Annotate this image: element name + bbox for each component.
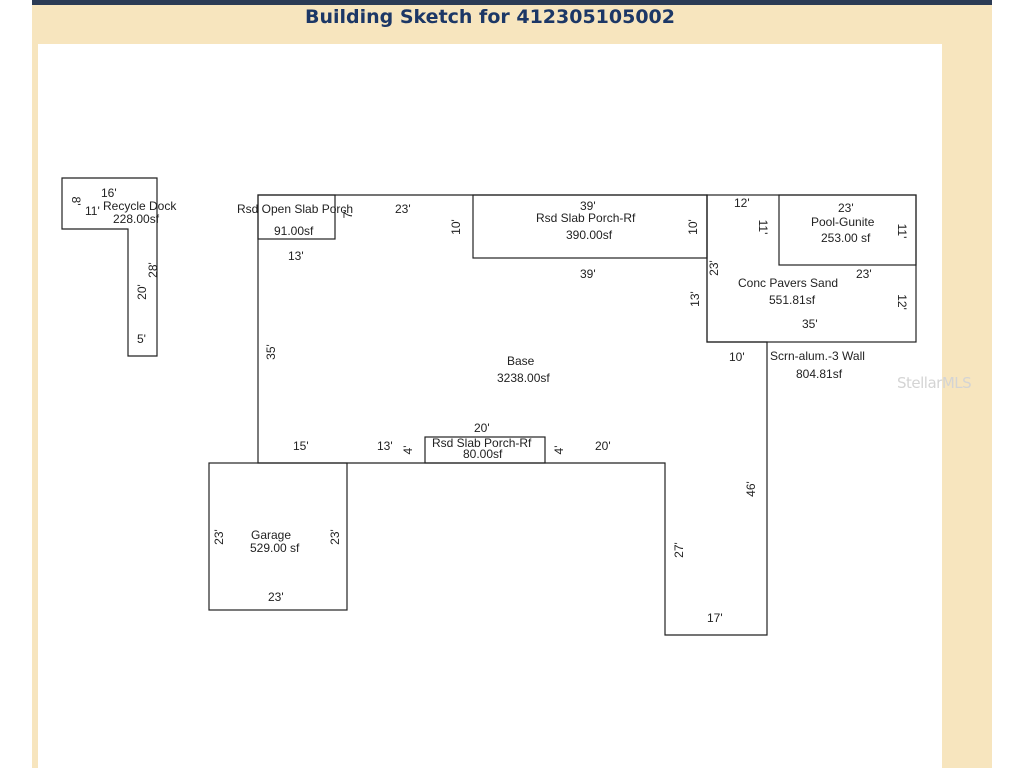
recycle-dock-outline [61, 177, 158, 357]
dimension-label: 10' [686, 219, 700, 235]
area-value: 253.00 sf [821, 231, 871, 245]
dimension-label: 20' [595, 439, 611, 453]
dimension-label: 39' [580, 199, 596, 213]
dimension-label: 23' [707, 260, 721, 276]
area-name: Recycle Dock [103, 199, 177, 213]
dimension-label: 35' [264, 344, 278, 360]
area-value: 390.00sf [566, 228, 613, 242]
dimension-label: 10' [449, 219, 463, 235]
dimension-label: 27' [672, 542, 686, 558]
area-value: 3238.00sf [497, 371, 550, 385]
dimension-label: 5' [137, 332, 146, 346]
dimension-label: 23' [856, 267, 872, 281]
dimension-label: 23' [395, 202, 411, 216]
dimension-label: 4' [401, 446, 415, 455]
area-name: Pool-Gunite [811, 215, 875, 229]
dimension-label: 35' [802, 317, 818, 331]
sketch-canvas [38, 44, 942, 768]
area-value: 529.00 sf [250, 541, 300, 555]
area-value: 228.00sf [113, 212, 160, 226]
dimension-label: 39' [580, 267, 596, 281]
dimension-label: 16' [101, 186, 117, 200]
dimension-label: 12' [734, 196, 750, 210]
dimension-label: 8' [69, 197, 83, 206]
dimension-label: 46' [744, 481, 758, 497]
dimension-label: 13' [377, 439, 393, 453]
area-name: Conc Pavers Sand [738, 276, 838, 290]
top-bar [32, 0, 992, 5]
area-name: Garage [251, 528, 291, 542]
area-name: Base [507, 354, 535, 368]
area-name: Rsd Slab Porch-Rf [536, 211, 636, 225]
dimension-label: 13' [288, 249, 304, 263]
dimension-label: 20' [474, 421, 490, 435]
dimension-label: 11' [756, 220, 770, 235]
dimension-label: 10' [729, 350, 745, 364]
area-name: Rsd Open Slab Porch [237, 202, 353, 216]
dimension-label: 11' [85, 204, 100, 218]
pool-outline [778, 194, 917, 266]
dimension-label: 28' [146, 262, 160, 278]
area-value: 80.00sf [463, 447, 503, 461]
open-slab-porch-outline [257, 194, 336, 240]
area-value: 91.00sf [274, 224, 314, 238]
dimension-label: 23' [328, 529, 342, 545]
garage-outline [208, 462, 348, 611]
area-value: 551.81sf [769, 293, 816, 307]
sketch-title: Building Sketch for 412305105002 [304, 6, 676, 28]
slab-porch-front-outline [424, 436, 546, 464]
dimension-label: 23' [838, 201, 854, 215]
area-name: Rsd Slab Porch-Rf [432, 436, 532, 450]
dimension-label: 12' [895, 294, 909, 310]
watermark-logo: StellarMLS [897, 374, 972, 392]
dimension-label: 7' [341, 210, 355, 219]
area-name: Scrn-alum.-3 Wall [770, 349, 865, 363]
dimension-label: 17' [707, 611, 723, 625]
area-value: 804.81sf [796, 367, 843, 381]
dimension-label: 4' [552, 446, 566, 455]
dimension-label: 23' [212, 529, 226, 545]
dimension-label: 20' [135, 284, 149, 300]
dimension-label: 11' [895, 224, 909, 239]
dimension-label: 23' [268, 590, 284, 604]
dimension-label: 15' [293, 439, 309, 453]
dimension-label: 13' [688, 291, 702, 307]
